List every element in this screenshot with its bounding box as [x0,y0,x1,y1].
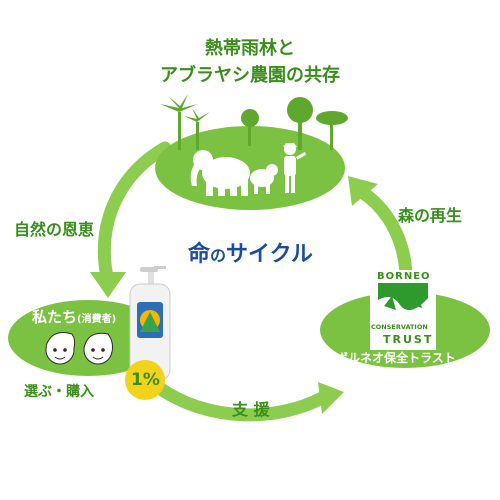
top-node-label-line1: 熱帯雨林と [205,38,295,59]
arrow-top-to-left [98,141,172,289]
arrow-left-to-right [148,378,329,422]
percent-badge-label: 1% [131,370,160,390]
left-node-title-main: 私たち [32,308,78,326]
logo-text-borneo: BORNEO [377,271,431,282]
top-node-ellipse [155,126,345,210]
center-title-part3: サイクル [226,242,313,267]
arrow-left-to-right-head [318,382,344,414]
arrow-top-to-left-head [90,272,126,298]
arrow-label-support: 支 援 [232,400,270,419]
logo-text-trust: TRUST [383,333,434,346]
logo-text-conservation: CONSERVATION [371,323,428,331]
bottle-icon [129,266,171,381]
arrow-right-to-top-head [348,176,378,206]
center-title: 命のサイクル [188,244,313,266]
top-node-label-line2: アブラヤシ農園の共存 [160,65,340,86]
arrow-label-nature-benefit: 自然の恩恵 [14,220,95,239]
right-node-caption: ボルネオ保全トラスト [336,351,456,365]
borneo-conservation-trust-logo [370,270,436,350]
person-icon [283,143,307,193]
left-node-caption: 選ぶ・購入 [24,384,94,400]
center-title-part2: の [210,246,227,265]
face-icon [45,332,113,365]
elephant-icon [190,150,278,196]
left-node-title: 私たち(消費者) [32,310,116,325]
center-title-part1: 命 [188,242,211,267]
palm-tree-icon [160,94,348,150]
left-node-title-sub: (消費者) [77,314,117,325]
arrow-label-forest-regeneration: 森の再生 [398,206,463,225]
percent-badge [125,360,165,400]
